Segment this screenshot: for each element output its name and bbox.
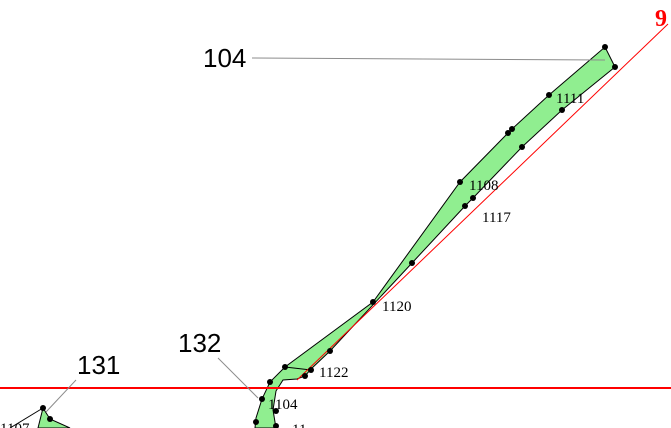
vertices [40, 44, 618, 428]
vertex [302, 373, 308, 379]
vertex [267, 379, 273, 385]
segment-1122 [284, 366, 312, 371]
label-parcel-104: 104 [203, 43, 246, 73]
label-line-9: 9 [655, 6, 667, 32]
red-diagonal-line-9 [296, 23, 669, 381]
vertex [457, 179, 463, 185]
vertex [546, 92, 552, 98]
vertex [253, 419, 259, 425]
label-point-partial-bottom: 11 [292, 422, 306, 428]
vertex [273, 423, 279, 428]
vertex [470, 195, 476, 201]
label-parcel-132: 132 [178, 328, 221, 358]
label-point-1108: 1108 [469, 178, 498, 194]
parcel-131-shape[interactable] [37, 406, 71, 428]
label-point-1122: 1122 [319, 365, 348, 381]
vertex [308, 367, 314, 373]
vertex [612, 64, 618, 70]
vertex [409, 260, 415, 266]
leader-104 [251, 57, 606, 61]
label-point-1117: 1117 [482, 210, 511, 226]
vertex [282, 364, 288, 370]
label-parcel-131: 131 [77, 350, 120, 380]
leader-131 [45, 379, 77, 413]
vertex [259, 396, 265, 402]
vertex [505, 130, 511, 136]
segment-left [9, 407, 44, 428]
vertex [559, 107, 565, 113]
vertex [370, 299, 376, 305]
vertex [509, 126, 515, 132]
label-point-partial-left: 1107 [0, 421, 30, 428]
vertex [40, 405, 46, 411]
label-point-1104: 1104 [268, 397, 298, 413]
vertex [47, 416, 53, 422]
vertex [462, 203, 468, 209]
vertex [327, 348, 333, 354]
vertex [519, 144, 525, 150]
label-point-1111: 1111 [556, 91, 584, 107]
vertex [602, 44, 608, 50]
label-point-1120: 1120 [382, 299, 411, 315]
vertex [273, 408, 279, 414]
leader-132 [217, 357, 259, 399]
